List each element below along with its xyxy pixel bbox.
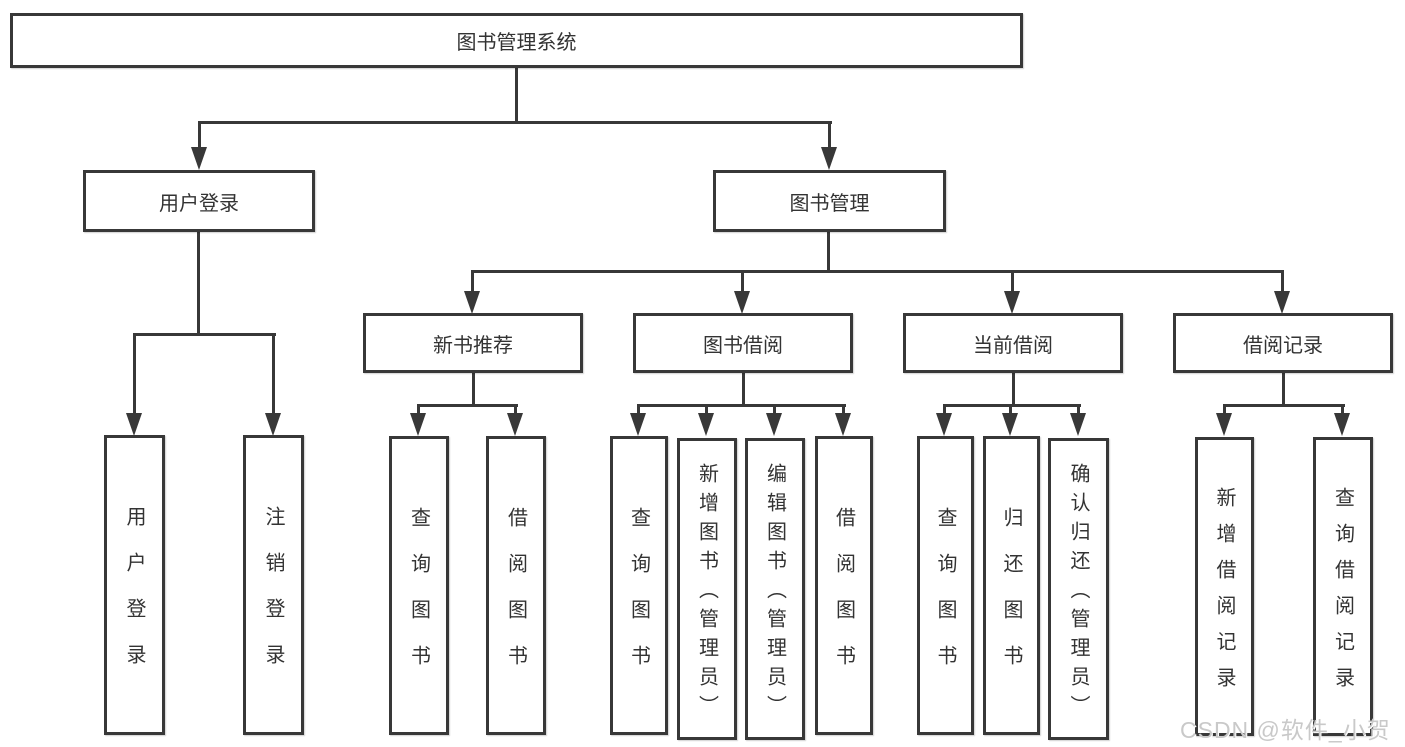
arrowhead-down-icon <box>835 413 851 436</box>
leaf-query-borrow-record: 查询借阅记录 <box>1313 437 1373 736</box>
arrowhead-down-icon <box>766 413 782 436</box>
node-label: 借阅图书 <box>504 506 527 691</box>
node-label: 新增图书（管理员） <box>695 463 718 724</box>
connector-line <box>637 404 640 415</box>
connector-line <box>472 373 475 406</box>
arrowhead-down-icon <box>191 147 207 170</box>
arrowhead-down-icon <box>1070 413 1086 436</box>
node-label: 图书管理系统 <box>456 32 577 54</box>
leaf-borrow-books-1: 借阅图书 <box>486 436 546 735</box>
node-label: 查询图书 <box>934 506 956 691</box>
arrowhead-down-icon <box>1002 413 1018 436</box>
connector-line <box>514 404 517 415</box>
connector-line <box>742 373 745 406</box>
leaf-edit-book-admin: 编辑图书（管理员） <box>745 438 805 740</box>
node-label: 编辑图书（管理员） <box>763 463 786 724</box>
node-borrow-records: 借阅记录 <box>1173 313 1393 373</box>
arrowhead-down-icon <box>1216 413 1232 436</box>
connector-line <box>943 404 1081 407</box>
arrowhead-down-icon <box>1004 291 1020 314</box>
node-label: 图书借阅 <box>703 334 783 357</box>
leaf-query-books-1: 查询图书 <box>389 436 449 735</box>
connector-line <box>471 270 1284 273</box>
connector-line <box>741 270 744 293</box>
leaf-add-book-admin: 新增图书（管理员） <box>677 438 737 740</box>
csdn-watermark: CSDN @软件_小贺同学 <box>1180 717 1391 743</box>
connector-line <box>1077 404 1080 415</box>
connector-line <box>515 68 518 124</box>
arrowhead-down-icon <box>1334 413 1350 436</box>
connector-line <box>1012 373 1015 406</box>
connector-line <box>1282 373 1285 406</box>
connector-line <box>827 232 830 272</box>
arrowhead-down-icon <box>936 413 952 436</box>
leaf-add-borrow-record: 新增借阅记录 <box>1195 437 1254 736</box>
connector-line <box>133 333 276 336</box>
connector-line <box>417 404 518 407</box>
node-label: 用户登录 <box>123 506 145 690</box>
connector-line <box>1281 270 1284 293</box>
connector-line <box>272 333 275 415</box>
node-current-borrow: 当前借阅 <box>903 313 1123 373</box>
connector-line <box>1341 404 1344 415</box>
connector-line <box>198 121 201 149</box>
arrowhead-down-icon <box>126 413 142 436</box>
connector-line <box>637 404 846 407</box>
node-label: 查询图书 <box>627 506 650 691</box>
node-label: 借阅记录 <box>1243 334 1323 357</box>
node-label: 当前借阅 <box>973 334 1053 357</box>
node-label: 用户登录 <box>159 192 239 215</box>
leaf-query-books-2: 查询图书 <box>610 436 668 735</box>
node-label: 查询借阅记录 <box>1331 486 1354 703</box>
node-book-management: 图书管理 <box>713 170 946 232</box>
node-label: 查询图书 <box>407 506 430 691</box>
leaf-confirm-return-admin: 确认归还（管理员） <box>1048 438 1109 740</box>
node-system-root: 图书管理系统 <box>10 13 1023 68</box>
node-label: 新书推荐 <box>433 334 513 357</box>
connector-line <box>1009 404 1012 415</box>
node-label: 图书管理 <box>789 192 870 215</box>
arrowhead-down-icon <box>630 413 646 436</box>
connector-line <box>943 404 946 415</box>
node-label: 确认归还（管理员） <box>1067 463 1089 724</box>
connector-line <box>1223 404 1226 415</box>
node-label: 借阅图书 <box>832 506 855 691</box>
node-new-book-recommend: 新书推荐 <box>363 313 583 373</box>
node-book-borrow: 图书借阅 <box>633 313 853 373</box>
leaf-query-books-3: 查询图书 <box>917 436 974 735</box>
arrowhead-down-icon <box>464 291 480 314</box>
node-user-login: 用户登录 <box>83 170 315 232</box>
leaf-return-books: 归还图书 <box>983 436 1040 735</box>
connector-line <box>1011 270 1014 293</box>
arrowhead-down-icon <box>507 413 523 436</box>
connector-line <box>828 121 831 149</box>
connector-line <box>198 121 832 124</box>
arrowhead-down-icon <box>698 413 714 436</box>
connector-line <box>417 404 420 415</box>
node-label: 新增借阅记录 <box>1213 486 1235 703</box>
node-label: 归还图书 <box>1000 506 1022 691</box>
connector-line <box>133 333 136 415</box>
connector-line <box>705 404 708 415</box>
node-label: 注销登录 <box>262 506 284 690</box>
arrowhead-down-icon <box>1274 291 1290 314</box>
connector-line <box>773 404 776 415</box>
leaf-user-login: 用户登录 <box>104 435 165 735</box>
leaf-borrow-books-2: 借阅图书 <box>815 436 873 735</box>
leaf-logout: 注销登录 <box>243 435 304 735</box>
connector-line <box>471 270 474 293</box>
arrowhead-down-icon <box>410 413 426 436</box>
connector-line <box>842 404 845 415</box>
connector-line <box>197 232 200 335</box>
arrowhead-down-icon <box>734 291 750 314</box>
arrowhead-down-icon <box>821 147 837 170</box>
connector-line <box>1223 404 1345 407</box>
arrowhead-down-icon <box>265 413 281 436</box>
